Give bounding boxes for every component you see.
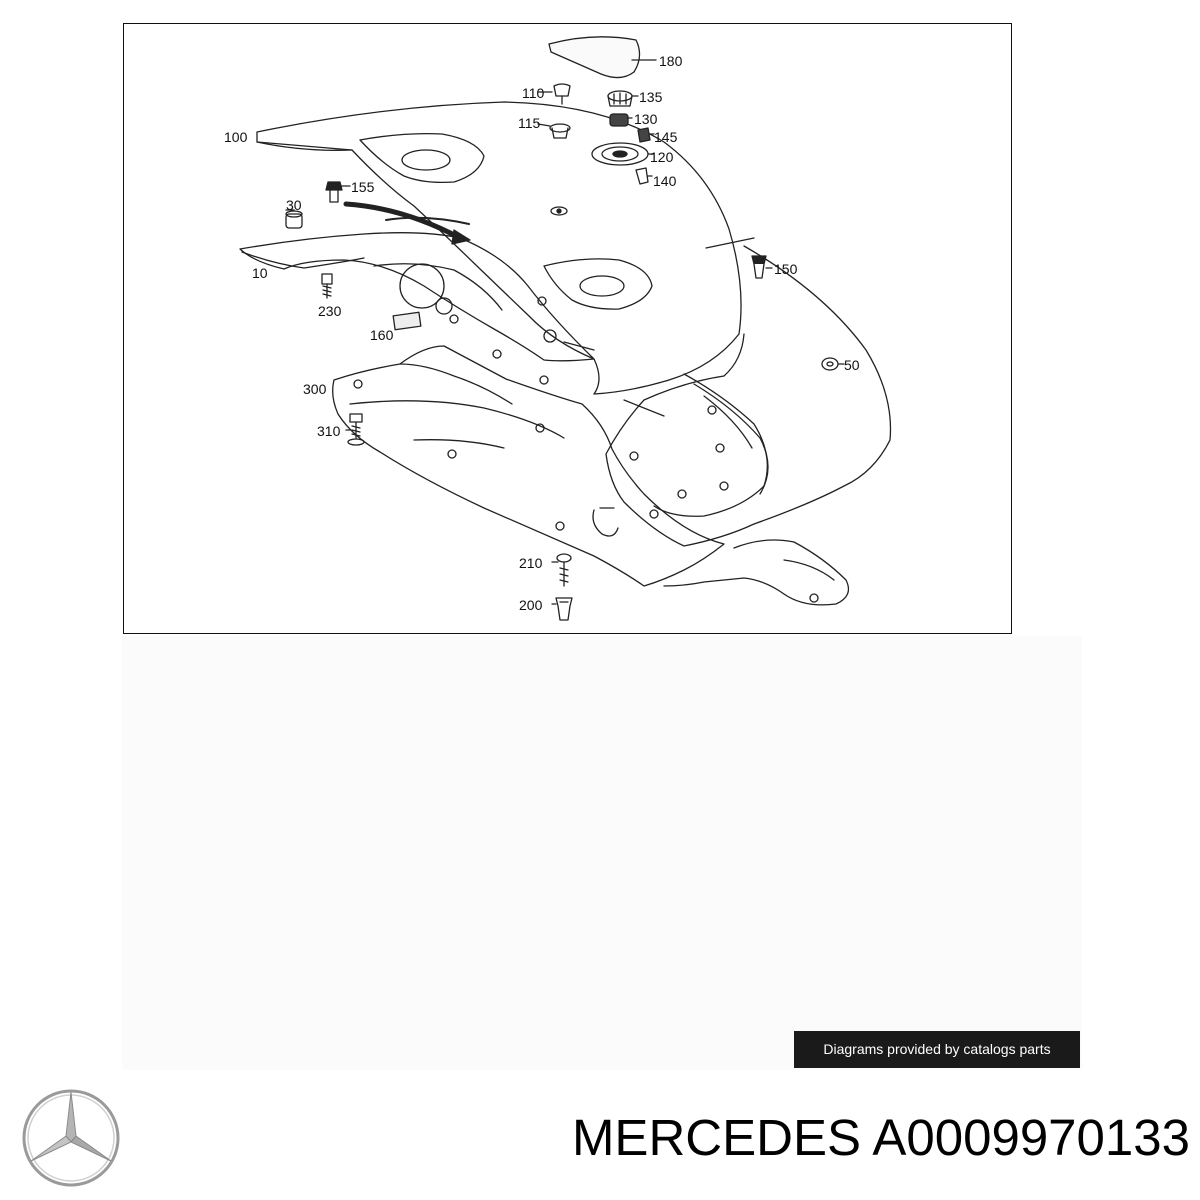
part-50-grommet [821, 357, 845, 371]
part-210-bolt [551, 553, 572, 587]
part-110-clip [537, 83, 571, 105]
callout-30: 30 [286, 197, 302, 213]
callout-180: 180 [659, 53, 683, 69]
part-310-bolt [345, 413, 365, 446]
part-100-left-recess [359, 132, 485, 184]
part-200-clip [551, 597, 573, 621]
part-155-screw [325, 181, 351, 203]
callout-140: 140 [653, 173, 677, 189]
part-100-front-edge [256, 141, 353, 151]
callout-155: 155 [351, 179, 375, 195]
callout-10: 10 [252, 265, 268, 281]
part-100-shelf [256, 101, 742, 395]
part-115-grommet [537, 123, 571, 139]
part-50-rear-deck [605, 245, 892, 547]
callout-210: 210 [519, 555, 543, 571]
brand-name: MERCEDES [571, 1109, 861, 1166]
callout-160: 160 [370, 327, 394, 343]
part-100-center-hole [550, 206, 568, 216]
part-160-pad [392, 311, 422, 331]
callout-300: 300 [303, 381, 327, 397]
callout-230: 230 [318, 303, 342, 319]
part-300-lower-panel [332, 345, 725, 587]
part-140-clip [635, 167, 653, 185]
callout-135: 135 [639, 89, 663, 105]
part-100-right-recess [543, 258, 653, 310]
callout-130: 130 [634, 111, 658, 127]
part-130-plug [609, 113, 633, 127]
callout-115: 115 [518, 115, 541, 131]
part-150-clip [751, 255, 773, 279]
callout-200: 200 [519, 597, 543, 613]
diagram-credit-label: Diagrams provided by catalogs parts [794, 1031, 1080, 1068]
callout-145: 145 [654, 129, 678, 145]
callout-120: 120 [650, 149, 674, 165]
part-number: A0009970133 [872, 1109, 1190, 1166]
background-panel [122, 636, 1082, 1070]
part-100-right-speaker-hole [579, 275, 625, 297]
part-title: MERCEDES A0009970133 [405, 1108, 1190, 1168]
exploded-view-drawing: 180 110 135 115 130 100 145 120 140 155 … [224, 36, 892, 621]
part-230-bolt [321, 273, 333, 299]
callout-100: 100 [224, 129, 248, 145]
part-100-left-speaker-hole [401, 149, 451, 171]
part-135-nut [607, 90, 639, 107]
part-180-cover [548, 36, 641, 79]
part-10-support-panel [239, 232, 595, 362]
callout-110: 110 [522, 85, 545, 101]
callout-50: 50 [844, 357, 860, 373]
lower-bracket [663, 539, 850, 606]
three-pointed-star-icon [22, 1089, 120, 1187]
part-30-cap [285, 209, 303, 229]
callout-150: 150 [774, 261, 798, 277]
callout-310: 310 [317, 423, 341, 439]
parts-diagram: 180 110 135 115 130 100 145 120 140 155 … [123, 23, 1012, 634]
direction-arrow [343, 201, 463, 241]
part-120-speaker [591, 142, 655, 166]
part-145-clip [637, 127, 655, 143]
